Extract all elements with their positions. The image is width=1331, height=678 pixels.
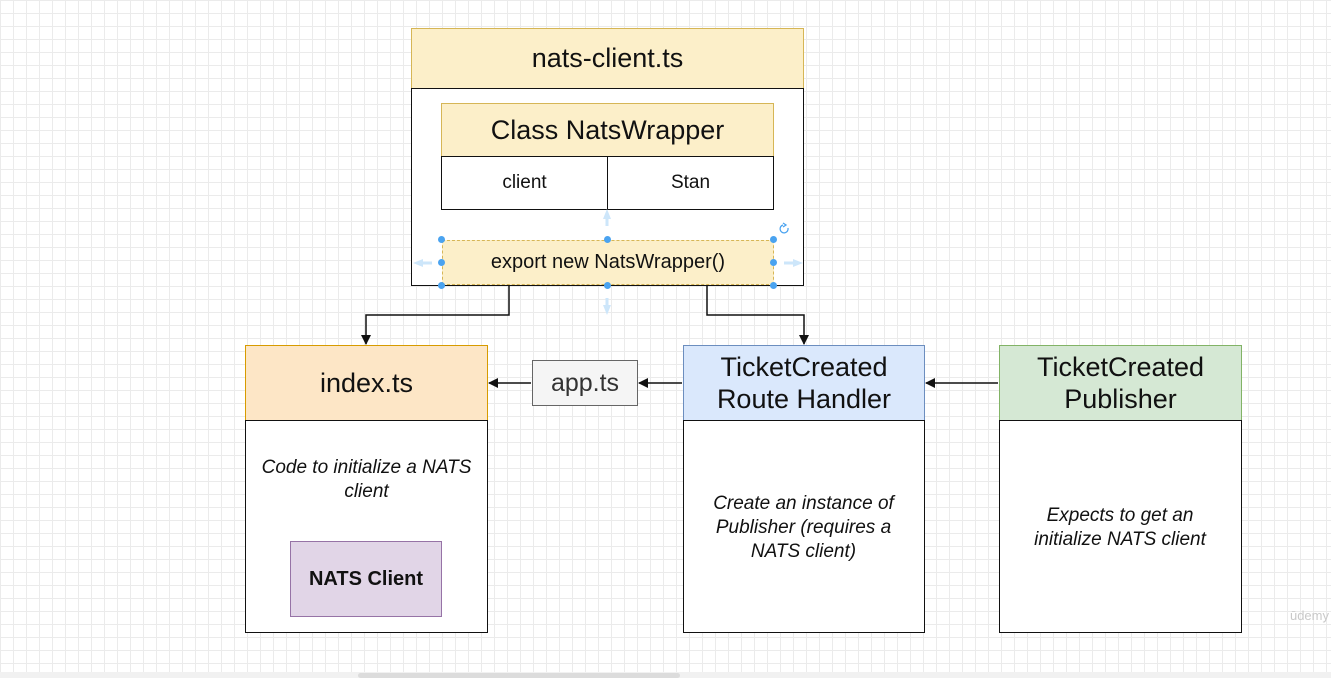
class-natswrapper-header[interactable]: Class NatsWrapper (441, 103, 774, 157)
route-handler-description: Create an instance of Publisher (require… (713, 493, 894, 562)
route-handler-header[interactable]: TicketCreated Route Handler (683, 345, 925, 421)
nats-client-instance-label: NATS Client (308, 567, 424, 590)
udemy-watermark: ūdemy (1289, 608, 1329, 623)
nats-client-title: nats-client.ts (531, 43, 684, 73)
class-prop-stan-label: Stan (670, 172, 711, 193)
selection-handle[interactable] (604, 282, 611, 289)
selection-handle[interactable] (604, 236, 611, 243)
selection-handle[interactable] (438, 282, 445, 289)
route-handler-body[interactable]: Create an instance of Publisher (require… (683, 420, 925, 633)
index-ts-description: Code to initialize a NATS client (261, 457, 472, 502)
index-ts-title: index.ts (319, 367, 414, 398)
publisher-body[interactable]: Expects to get an initialize NATS client (999, 420, 1242, 633)
selection-handle[interactable] (438, 236, 445, 243)
class-prop-stan[interactable]: Stan (607, 156, 774, 210)
scrollbar-thumb[interactable] (358, 673, 680, 678)
publisher-title: TicketCreated Publisher (1036, 352, 1205, 414)
class-natswrapper-title: Class NatsWrapper (490, 114, 725, 145)
arrow-export-to-index (361, 286, 510, 345)
publisher-description: Expects to get an initialize NATS client (1034, 505, 1206, 550)
export-instance-box[interactable]: export new NatsWrapper() (442, 240, 774, 285)
selection-handle[interactable] (770, 236, 777, 243)
app-ts-label: app.ts (550, 368, 620, 397)
route-handler-title: TicketCreated Route Handler (716, 352, 892, 414)
class-prop-client[interactable]: client (441, 156, 608, 210)
selection-handle[interactable] (438, 259, 445, 266)
app-ts-box[interactable]: app.ts (532, 360, 638, 406)
nats-client-instance-box[interactable]: NATS Client (290, 541, 442, 617)
publisher-header[interactable]: TicketCreated Publisher (999, 345, 1242, 421)
class-prop-client-label: client (502, 172, 547, 193)
selection-handle[interactable] (770, 282, 777, 289)
export-instance-label: export new NatsWrapper() (490, 251, 726, 273)
arrow-export-to-route-handler (706, 286, 809, 345)
selection-handle[interactable] (770, 259, 777, 266)
nats-client-header[interactable]: nats-client.ts (411, 28, 804, 89)
index-ts-header[interactable]: index.ts (245, 345, 488, 421)
